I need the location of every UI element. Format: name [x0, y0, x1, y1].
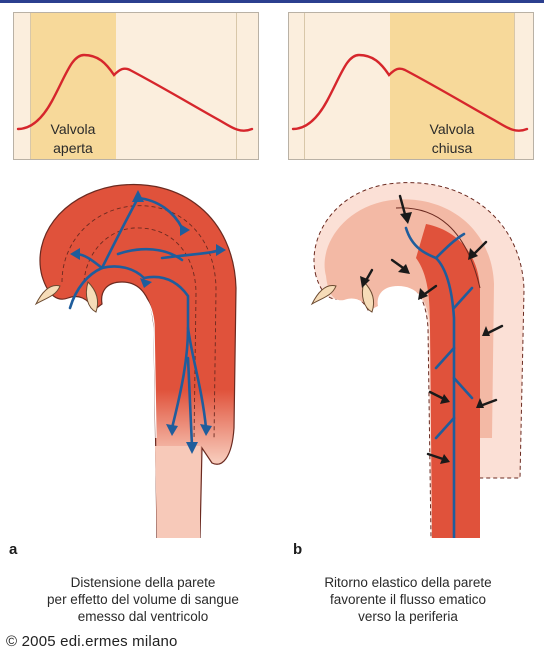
caption-line: verso la periferia	[273, 608, 543, 625]
figure-letter-a: a	[9, 541, 17, 558]
aorta-wall-recoiled	[416, 224, 480, 538]
valve-label-line2: aperta	[28, 139, 118, 158]
pressure-panel-valve-open: Valvola aperta	[13, 12, 259, 160]
caption-distension: Distensione della parete per effetto del…	[8, 574, 278, 625]
aorta-wall-distended	[40, 185, 236, 538]
pressure-panel-valve-closed: Valvola chiusa	[288, 12, 534, 160]
copyright-notice: © 2005 edi.ermes milano	[6, 633, 178, 650]
valve-label-line2: chiusa	[397, 139, 507, 158]
figure-letter-b: b	[293, 541, 302, 558]
caption-line: favorente il flusso ematico	[273, 591, 543, 608]
caption-line: per effetto del volume di sangue	[8, 591, 278, 608]
caption-line: Distensione della parete	[8, 574, 278, 591]
caption-line: Ritorno elastico della parete	[273, 574, 543, 591]
valve-label-line1: Valvola	[397, 120, 507, 139]
caption-line: emesso dal ventricolo	[8, 608, 278, 625]
caption-recoil: Ritorno elastico della parete favorente …	[273, 574, 543, 625]
aorta-illustration-distension	[22, 178, 262, 538]
top-border-line	[0, 0, 544, 3]
aorta-illustration-recoil	[296, 178, 536, 538]
valve-label-line1: Valvola	[28, 120, 118, 139]
